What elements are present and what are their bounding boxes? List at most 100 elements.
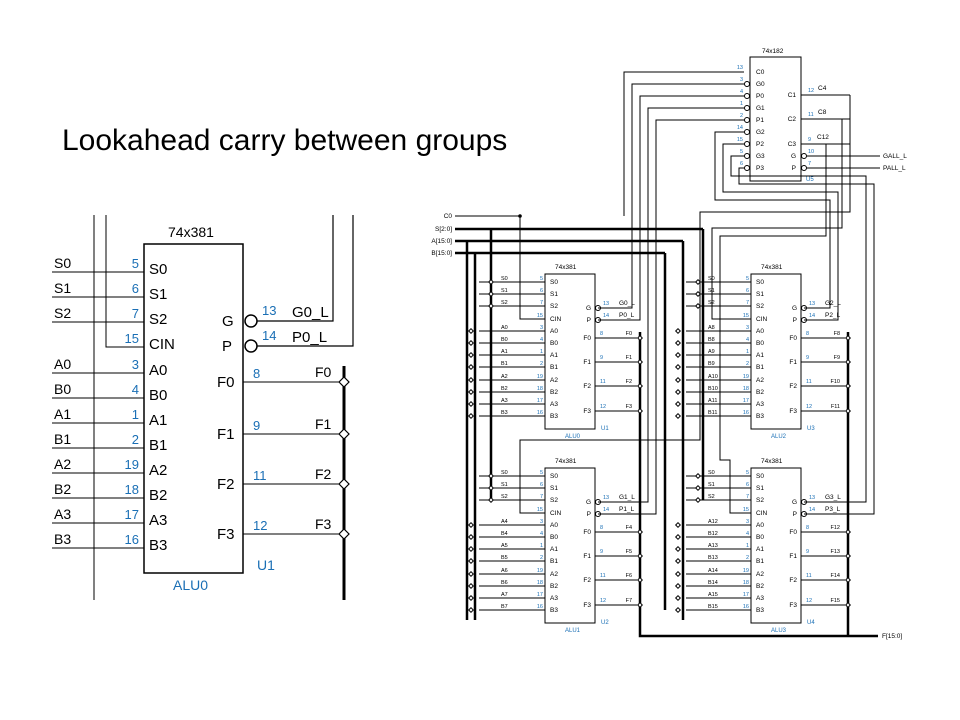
input-signal-label: B0 [501, 337, 508, 343]
c8-wire [711, 119, 843, 320]
bus-tap-diamond [467, 351, 475, 359]
pin-number: 6 [132, 281, 139, 296]
g3-wire [730, 155, 867, 503]
pin-number: 8 [806, 525, 809, 531]
pin-name: A0 [550, 328, 558, 335]
pin-name: S2 [756, 303, 764, 310]
pin-name: P [793, 511, 797, 518]
input-signal-label: B8 [708, 337, 715, 343]
pin-number: 16 [125, 532, 139, 547]
p0-wire [598, 95, 744, 321]
bus-tap-diamond [467, 570, 475, 578]
output-signal-label: P2_L [825, 312, 841, 319]
pin-number: 2 [540, 361, 543, 367]
bus-tap-diamond [674, 327, 682, 335]
pin-name: B3 [149, 537, 167, 554]
inversion-bubble [801, 165, 807, 171]
input-signal-label: A12 [708, 519, 718, 525]
pin-name: S0 [756, 279, 764, 286]
pin-number: 16 [537, 604, 543, 610]
pin-name: C2 [788, 116, 797, 123]
inversion-bubble [244, 314, 258, 328]
g-out-wire [257, 215, 334, 322]
pin-name: F3 [583, 602, 591, 609]
pin-number: 5 [746, 276, 749, 282]
input-signal-label: A15 [708, 592, 718, 598]
pin-name: B3 [550, 413, 558, 420]
bus-label: B[15:0] [431, 250, 452, 257]
bus-tap-diamond [844, 334, 852, 342]
bus-tap-diamond [467, 606, 475, 614]
bus-tap-diamond [487, 472, 495, 480]
output-signal-label: F15 [831, 598, 840, 604]
pin-name: A2 [550, 377, 558, 384]
pin-name: B2 [756, 583, 764, 590]
pin-name: G2 [756, 129, 765, 136]
output-signal-label: P0_L [619, 312, 635, 319]
pin-name: A0 [149, 362, 167, 379]
output-signal-label: F4 [626, 525, 632, 531]
alu-1: 74x381S05S0S16S1S27S2CIN15A03A4B04B4A11A… [467, 458, 644, 634]
input-signal-label: A10 [708, 374, 718, 380]
bus-tap-diamond [636, 576, 644, 584]
input-signal-label: B9 [708, 361, 715, 367]
pin-number: 9 [806, 549, 809, 555]
bus-label: C0 [444, 213, 453, 220]
inversion-bubble [744, 165, 750, 171]
output-signal-label: F1 [315, 416, 332, 432]
pin-name: P2 [756, 141, 764, 148]
output-signal-label: P3_L [825, 506, 841, 513]
pin-name: B3 [756, 413, 764, 420]
pin-number: 18 [743, 386, 749, 392]
chip-ref-label: U1 [601, 426, 609, 432]
p1-wire [598, 119, 744, 515]
slide-title: Lookahead carry between groups [62, 124, 508, 157]
pin-number: 14 [262, 328, 276, 343]
input-signal-label: B1 [501, 361, 508, 367]
chip-ref-label: U2 [601, 620, 609, 626]
bus-tap-diamond [636, 528, 644, 536]
chip-ref-label: U4 [807, 620, 815, 626]
input-signal-label: B3 [54, 531, 71, 547]
pin-name: A3 [550, 595, 558, 602]
bus-tap-diamond [338, 478, 350, 490]
pin-number: 6 [540, 482, 543, 488]
pin-number: 11 [253, 468, 267, 483]
chip-body [750, 273, 802, 430]
bus-tap-diamond [844, 407, 852, 415]
chip-part-label: 74x381 [168, 224, 214, 240]
pin-number: 7 [540, 494, 543, 500]
input-signal-label: A1 [54, 406, 71, 422]
pin-number: 2 [746, 555, 749, 561]
pin-number: 11 [600, 573, 606, 579]
pin-number: 16 [743, 410, 749, 416]
output-signal-label: F3 [626, 404, 632, 410]
pin-name: CIN [756, 316, 768, 323]
pin-name: CIN [550, 510, 562, 517]
bus-label: A[15:0] [431, 238, 452, 245]
pin-number: 18 [537, 386, 543, 392]
output-signal-label: PALL_L [883, 165, 906, 172]
pin-name: B2 [756, 389, 764, 396]
input-signal-label: B2 [54, 481, 71, 497]
pin-number: 9 [808, 137, 811, 143]
pin-number: 19 [537, 374, 543, 380]
input-buses: C0S[2:0]A[15:0]B[15:0]F[15:0] [431, 213, 902, 640]
pin-number: 19 [125, 457, 139, 472]
pin-number: 12 [600, 404, 606, 410]
pin-name: P3 [756, 165, 764, 172]
pin-number: 11 [808, 112, 814, 118]
pin-name: B2 [550, 583, 558, 590]
pin-number: 14 [603, 507, 609, 513]
bus-tap-diamond [694, 496, 702, 504]
output-signal-label: G2_L [825, 300, 841, 307]
alu-0: 74x381S05S0S16S1S27S2CIN15A03A0B04B0A11A… [467, 264, 644, 440]
pin-name: F1 [583, 553, 591, 560]
pin-number: 17 [537, 592, 543, 598]
pin-name: A3 [149, 512, 167, 529]
input-signal-label: B4 [501, 531, 508, 537]
bus-tap-diamond [674, 521, 682, 529]
pin-name: CIN [550, 316, 562, 323]
pin-number: 8 [600, 331, 603, 337]
chip-ref-label: U3 [807, 426, 815, 432]
